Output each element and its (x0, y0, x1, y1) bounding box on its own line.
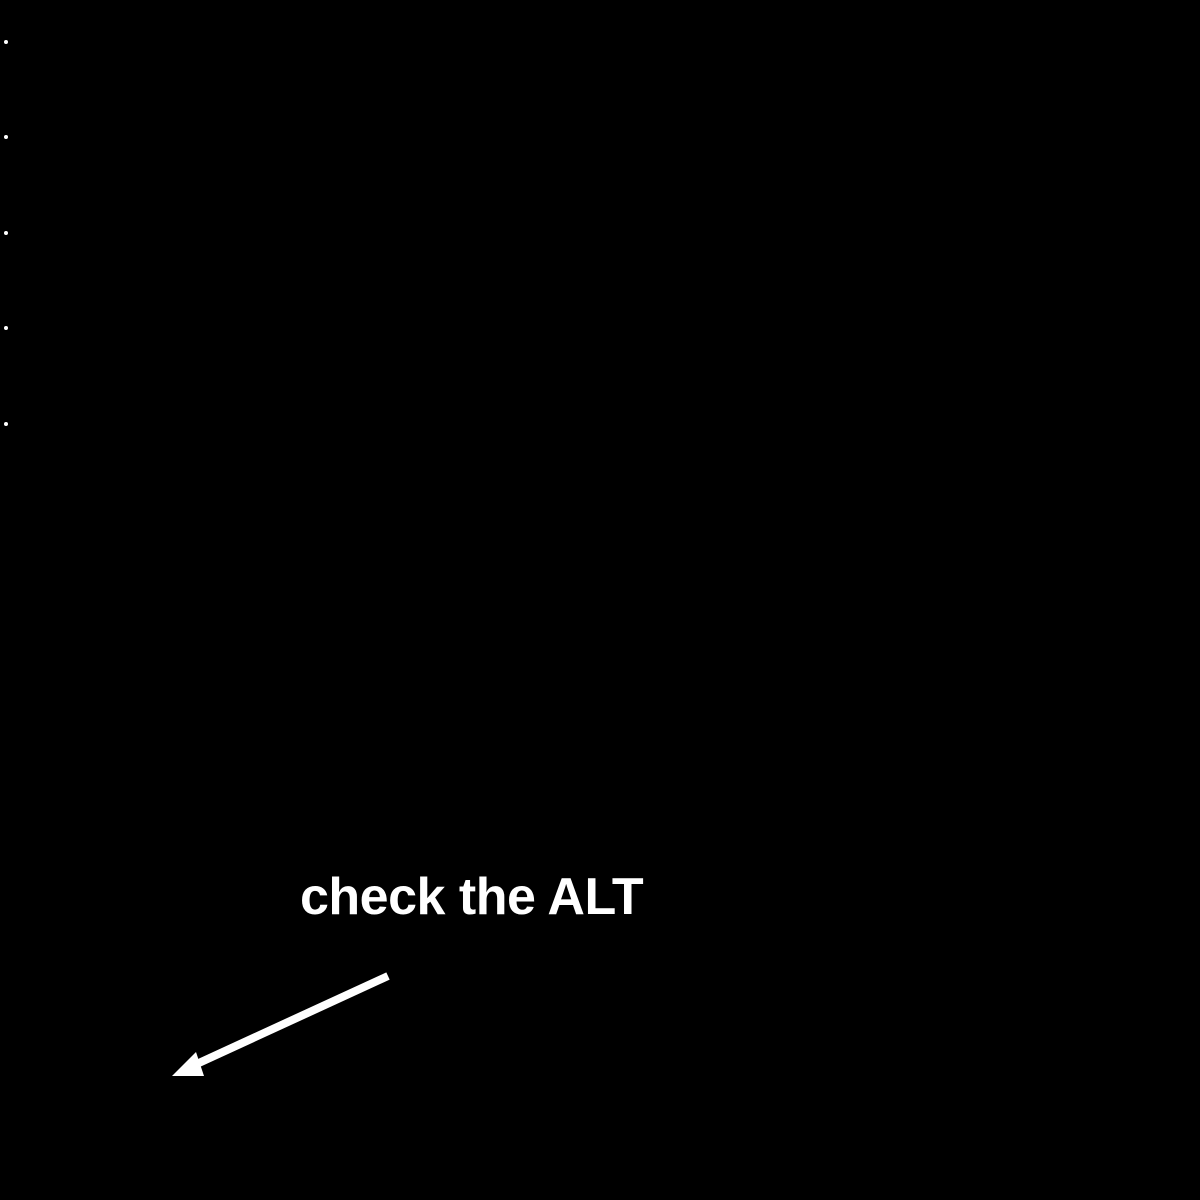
dot-icon (4, 231, 8, 235)
dot-icon (4, 40, 8, 44)
dot-icon (4, 422, 8, 426)
dot-icon (4, 326, 8, 330)
dot-icon (4, 135, 8, 139)
caption-text: check the ALT (300, 868, 644, 926)
